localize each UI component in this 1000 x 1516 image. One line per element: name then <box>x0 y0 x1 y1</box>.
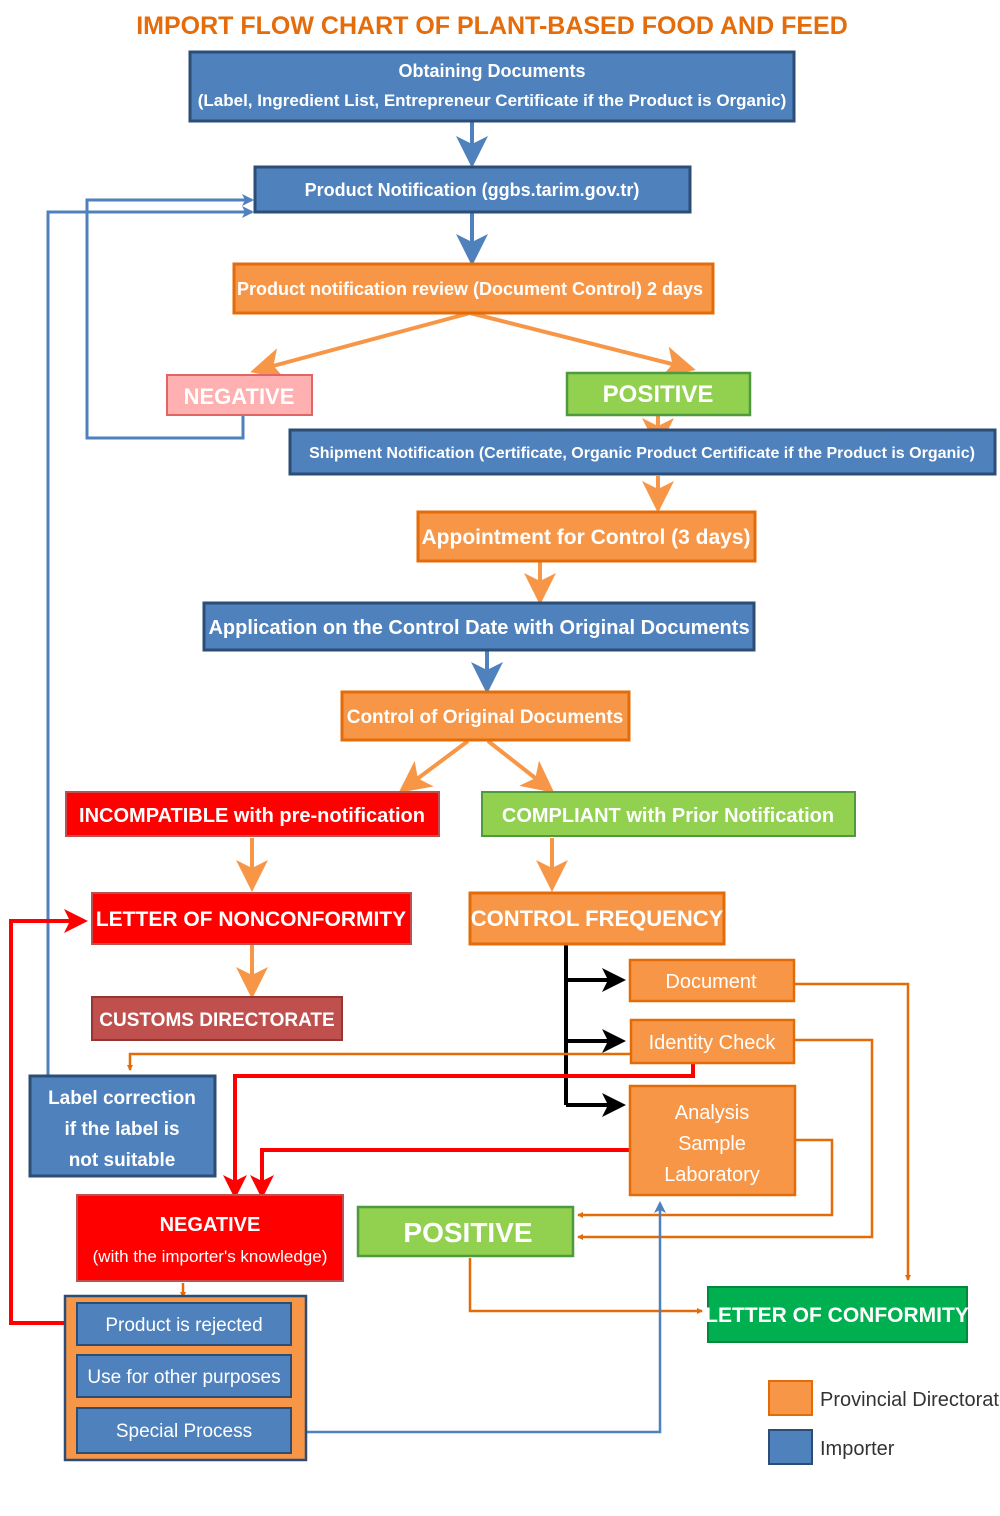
label-correction-line1: Label correction <box>48 1088 196 1109</box>
arrow-review-to-negative <box>250 311 471 380</box>
letter-nonconformity-label: LETTER OF NONCONFORMITY <box>96 908 406 931</box>
negative-review-box: NEGATIVE <box>166 374 313 416</box>
obtaining-documents-box: Obtaining Documents (Label, Ingredient L… <box>188 50 796 123</box>
product-notification-box: Product Notification (ggbs.tarim.gov.tr) <box>253 165 692 214</box>
connectors <box>9 122 911 1434</box>
link-identity-to-label-correction <box>127 1052 630 1071</box>
control-original-box: Control of Original Documents <box>340 690 631 742</box>
arrow-review-to-positive <box>469 311 696 378</box>
label-correction-line3: not suitable <box>69 1150 176 1171</box>
link-identity-to-negative <box>223 1064 695 1199</box>
negative-final-title: NEGATIVE <box>160 1214 261 1236</box>
link-analysis-to-positive <box>577 1138 834 1218</box>
outcome-other-purposes: Use for other purposes <box>76 1354 292 1398</box>
control-original-label: Control of Original Documents <box>347 707 624 728</box>
shipment-notification-box: Shipment Notification (Certificate, Orga… <box>288 428 997 476</box>
notification-review-box: Product notification review (Document Co… <box>232 262 715 315</box>
legend-provincial-label: Provincial Directorate <box>820 1389 1000 1411</box>
link-document-to-conformity <box>795 982 911 1281</box>
compliant-box: COMPLIANT with Prior Notification <box>481 791 856 837</box>
outcomes-group: Product is rejected Use for other purpos… <box>63 1294 308 1462</box>
obtaining-documents-title: Obtaining Documents <box>398 61 585 81</box>
appointment-label: Appointment for Control (3 days) <box>422 526 751 549</box>
identity-check-box: Identity Check <box>629 1018 796 1065</box>
positive-final-label: POSITIVE <box>403 1217 532 1248</box>
positive-review-box: POSITIVE <box>565 371 752 417</box>
identity-check-label: Identity Check <box>649 1032 777 1054</box>
arrow-control-to-incompatible <box>398 739 470 793</box>
application-box: Application on the Control Date with Ori… <box>202 601 756 652</box>
outcome-other-purposes-label: Use for other purposes <box>87 1367 280 1388</box>
outcome-rejected-label: Product is rejected <box>105 1315 262 1336</box>
link-identity-to-positive <box>577 1038 874 1240</box>
link-rejected-to-nonconformity <box>9 909 88 1325</box>
analysis-line1: Analysis <box>675 1102 749 1124</box>
outcome-rejected: Product is rejected <box>76 1302 292 1346</box>
link-special-process-to-analysis <box>292 1201 666 1434</box>
letter-nonconformity-box: LETTER OF NONCONFORMITY <box>91 892 412 945</box>
document-check-box: Document <box>628 958 796 1003</box>
analysis-line2: Sample <box>678 1133 746 1155</box>
negative-final-note: (with the importer's knowledge) <box>93 1247 328 1266</box>
link-analysis-to-negative <box>250 1148 630 1199</box>
loop-label-correction-to-notification <box>46 206 254 1075</box>
legend: Provincial Directorate Importer <box>768 1380 1000 1465</box>
chart-title: IMPORT FLOW CHART OF PLANT-BASED FOOD AN… <box>136 12 848 40</box>
customs-directorate-box: CUSTOMS DIRECTORATE <box>91 996 343 1041</box>
arrow-control-to-compliant <box>486 739 555 793</box>
letter-conformity-box: LETTER OF CONFORMITY <box>705 1286 969 1343</box>
analysis-line3: Laboratory <box>664 1164 760 1186</box>
control-frequency-box: CONTROL FREQUENCY <box>468 891 726 946</box>
legend-importer-swatch <box>768 1429 813 1465</box>
appointment-box: Appointment for Control (3 days) <box>416 510 757 563</box>
loop-negative-to-notification <box>85 194 254 440</box>
letter-conformity-label: LETTER OF CONFORMITY <box>705 1304 969 1327</box>
notification-review-label: Product notification review (Document Co… <box>237 279 703 299</box>
positive-review-label: POSITIVE <box>603 381 714 408</box>
compliant-label: COMPLIANT with Prior Notification <box>502 805 834 827</box>
legend-provincial-swatch <box>768 1380 813 1416</box>
product-notification-label: Product Notification (ggbs.tarim.gov.tr) <box>305 180 640 200</box>
label-correction-line2: if the label is <box>64 1119 179 1140</box>
negative-review-label: NEGATIVE <box>184 384 295 409</box>
obtaining-documents-detail: (Label, Ingredient List, Entrepreneur Ce… <box>198 91 786 110</box>
positive-final-box: POSITIVE <box>356 1205 575 1258</box>
analysis-box: Analysis Sample Laboratory <box>628 1084 797 1197</box>
link-positive-to-conformity <box>468 1258 703 1314</box>
outcome-special-process: Special Process <box>76 1407 292 1454</box>
application-label: Application on the Control Date with Ori… <box>208 617 749 639</box>
incompatible-label: INCOMPATIBLE with pre-notification <box>79 805 425 827</box>
incompatible-box: INCOMPATIBLE with pre-notification <box>65 791 440 837</box>
negative-final-box: NEGATIVE (with the importer's knowledge) <box>76 1194 344 1282</box>
control-frequency-label: CONTROL FREQUENCY <box>471 906 724 931</box>
customs-directorate-label: CUSTOMS DIRECTORATE <box>99 1010 334 1031</box>
document-check-label: Document <box>665 971 757 993</box>
outcome-special-process-label: Special Process <box>116 1421 252 1442</box>
label-correction-box: Label correction if the label is not sui… <box>28 1074 217 1178</box>
legend-importer-label: Importer <box>820 1438 895 1460</box>
shipment-notification-label: Shipment Notification (Certificate, Orga… <box>309 445 975 462</box>
